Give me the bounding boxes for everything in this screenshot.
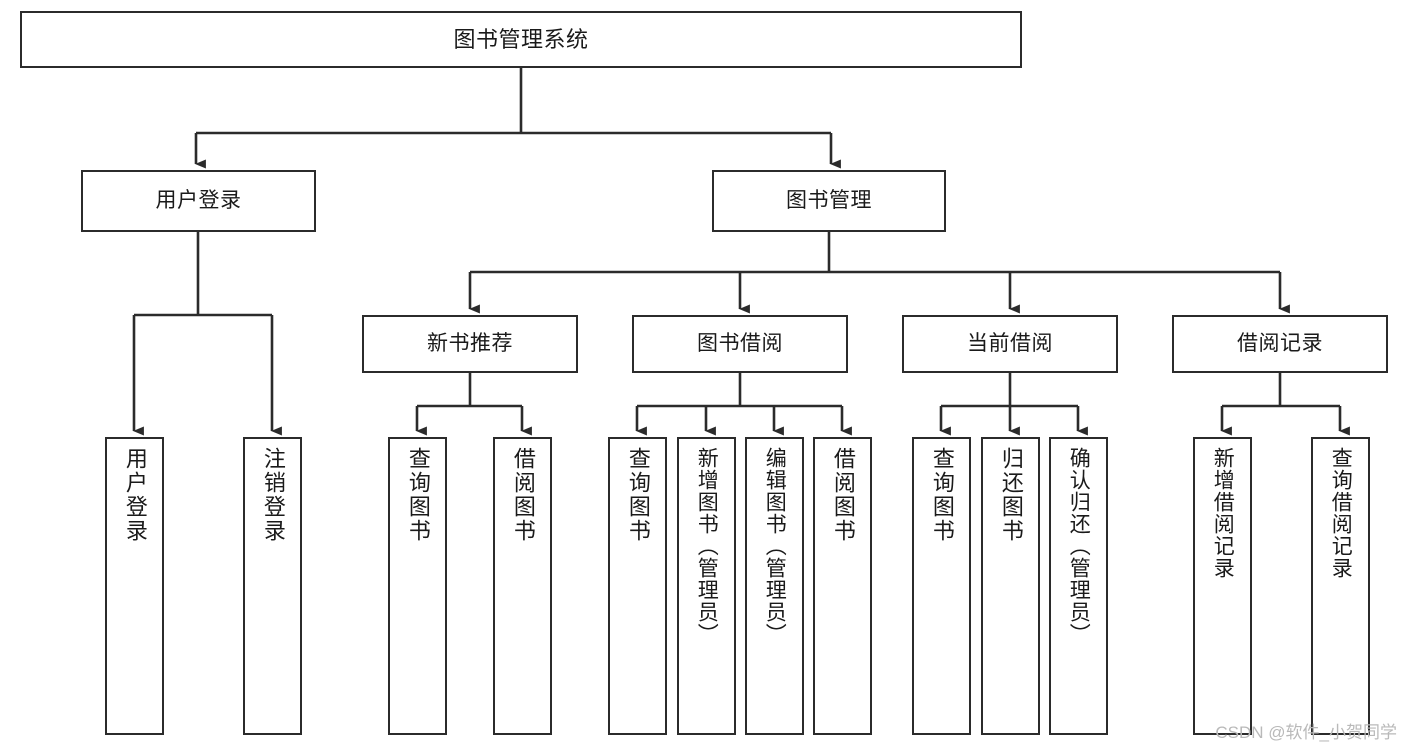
- node-leaf-add-book-label: 新增图书（管理员）: [695, 447, 719, 645]
- node-leaf-add-book[interactable]: 新增图书（管理员）: [677, 437, 736, 735]
- node-leaf-user-login[interactable]: 用户登录: [105, 437, 164, 735]
- node-leaf-borrow-book-1[interactable]: 借阅图书: [493, 437, 552, 735]
- node-leaf-confirm-return[interactable]: 确认归还（管理员）: [1049, 437, 1108, 735]
- node-leaf-query-book-1-label: 查询图书: [405, 447, 431, 543]
- node-root[interactable]: 图书管理系统: [20, 11, 1022, 68]
- node-leaf-borrow-book-2[interactable]: 借阅图书: [813, 437, 872, 735]
- node-new-book-rec-label: 新书推荐: [427, 331, 513, 355]
- node-leaf-add-record-label: 新增借阅记录: [1211, 447, 1235, 579]
- node-current-borrow-label: 当前借阅: [967, 331, 1053, 355]
- node-leaf-query-book-1[interactable]: 查询图书: [388, 437, 447, 735]
- node-book-borrow[interactable]: 图书借阅: [632, 315, 848, 373]
- node-leaf-return-book[interactable]: 归还图书: [981, 437, 1040, 735]
- node-borrow-record[interactable]: 借阅记录: [1172, 315, 1388, 373]
- node-leaf-query-book-3-label: 查询图书: [929, 447, 955, 543]
- node-leaf-return-book-label: 归还图书: [998, 447, 1024, 543]
- node-leaf-user-logout-label: 注销登录: [260, 447, 286, 543]
- node-book-manage[interactable]: 图书管理: [712, 170, 946, 232]
- watermark: CSDN @软件_小贺同学: [1215, 723, 1397, 742]
- node-leaf-borrow-book-2-label: 借阅图书: [830, 447, 856, 543]
- node-root-label: 图书管理系统: [453, 26, 589, 52]
- node-leaf-user-login-label: 用户登录: [122, 447, 148, 543]
- node-leaf-borrow-book-1-label: 借阅图书: [510, 447, 536, 543]
- node-leaf-user-logout[interactable]: 注销登录: [243, 437, 302, 735]
- node-leaf-query-book-3[interactable]: 查询图书: [912, 437, 971, 735]
- node-user-login[interactable]: 用户登录: [81, 170, 316, 232]
- node-book-borrow-label: 图书借阅: [697, 331, 783, 355]
- node-leaf-add-record[interactable]: 新增借阅记录: [1193, 437, 1252, 735]
- node-leaf-edit-book-label: 编辑图书（管理员）: [763, 447, 787, 645]
- node-leaf-edit-book[interactable]: 编辑图书（管理员）: [745, 437, 804, 735]
- node-leaf-query-book-2-label: 查询图书: [625, 447, 651, 543]
- node-leaf-confirm-return-label: 确认归还（管理员）: [1067, 447, 1091, 645]
- node-user-login-label: 用户登录: [155, 188, 242, 212]
- node-new-book-rec[interactable]: 新书推荐: [362, 315, 578, 373]
- node-current-borrow[interactable]: 当前借阅: [902, 315, 1118, 373]
- node-leaf-query-book-2[interactable]: 查询图书: [608, 437, 667, 735]
- node-borrow-record-label: 借阅记录: [1237, 331, 1323, 355]
- node-leaf-query-record[interactable]: 查询借阅记录: [1311, 437, 1370, 735]
- node-leaf-query-record-label: 查询借阅记录: [1329, 447, 1353, 579]
- node-book-manage-label: 图书管理: [786, 188, 872, 212]
